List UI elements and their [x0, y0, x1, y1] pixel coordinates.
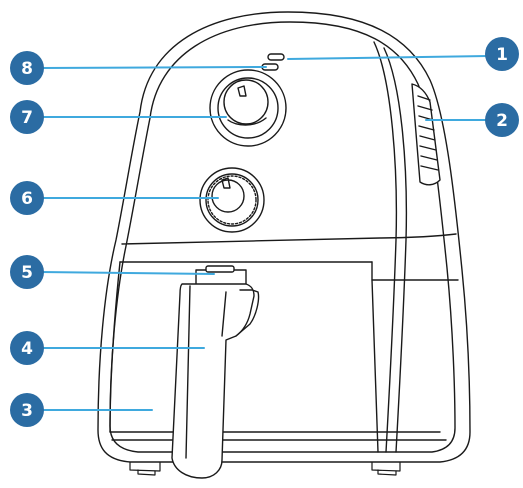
callout-6: 6	[10, 181, 44, 215]
callout-8-label: 8	[21, 59, 33, 79]
drawer-seam	[121, 233, 457, 245]
callout-5-label: 5	[21, 263, 33, 283]
callout-4-label: 4	[21, 339, 33, 359]
temperature-knob	[199, 167, 265, 233]
callout-3-label: 3	[21, 401, 33, 421]
timer-knob	[209, 69, 287, 147]
rear-edge-inner	[383, 47, 408, 453]
callout-1: 1	[485, 37, 519, 71]
drawer-right-edge	[371, 279, 379, 453]
callout-1-label: 1	[496, 45, 508, 65]
drawer-left-edge	[109, 261, 121, 433]
callout-7-label: 7	[21, 108, 33, 128]
callout-6-label: 6	[21, 189, 33, 209]
callout-8: 8	[10, 51, 44, 85]
callout-7: 7	[10, 100, 44, 134]
leader-line-5	[39, 271, 215, 275]
leader-line-1	[287, 55, 489, 60]
callout-5: 5	[10, 255, 44, 289]
air-fryer-illustration	[97, 11, 471, 479]
housing-bevel	[109, 21, 456, 453]
callout-4: 4	[10, 331, 44, 365]
feet	[129, 457, 401, 476]
basket-handle	[171, 283, 260, 479]
callouts: 1 2 3 4 5 6 7	[10, 37, 519, 427]
callout-2: 2	[485, 103, 519, 137]
leader-lines	[39, 55, 489, 411]
leader-line-8	[39, 66, 267, 69]
callout-2-label: 2	[496, 111, 508, 131]
air-vent	[411, 83, 441, 186]
rear-edge	[373, 41, 398, 453]
callout-3: 3	[10, 393, 44, 427]
